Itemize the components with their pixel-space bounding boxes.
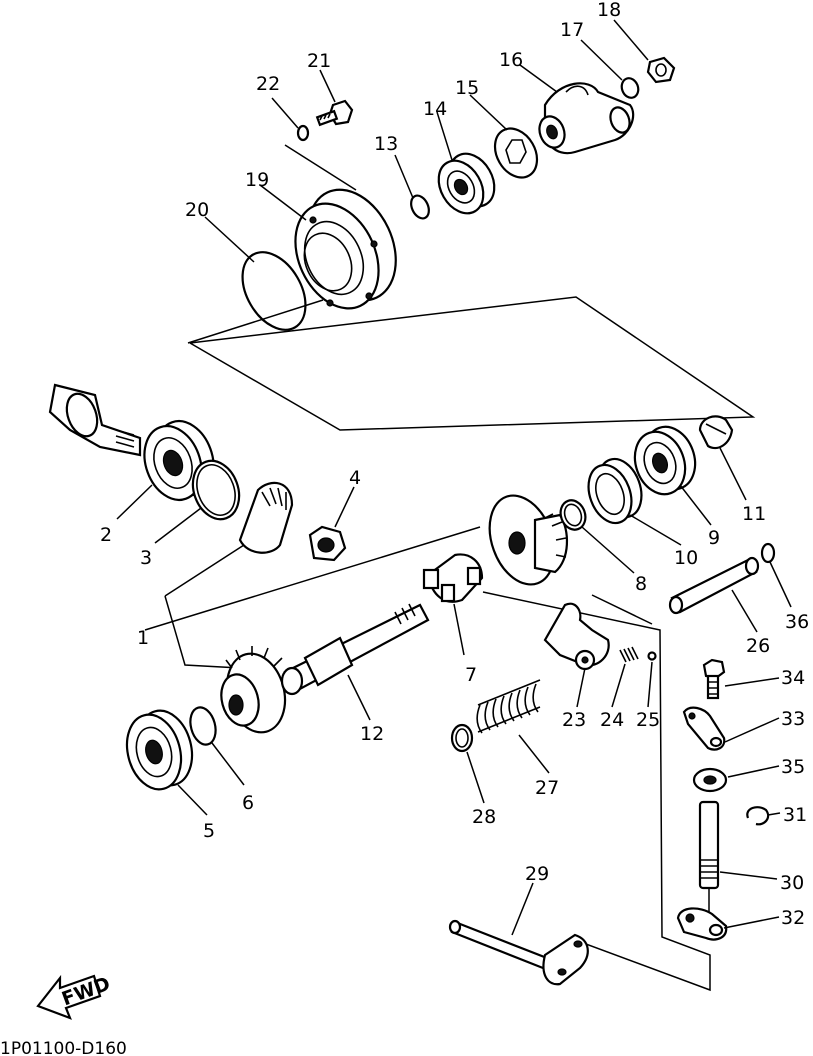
pinion-gear-lower [220, 646, 287, 734]
callout-2: 2 [100, 524, 112, 546]
callout-13: 13 [374, 133, 398, 155]
yoke-16 [538, 82, 635, 155]
callout-32: 32 [781, 907, 805, 929]
bolt-34 [702, 658, 726, 700]
retainer-10 [587, 457, 643, 525]
spring-24 [619, 646, 639, 663]
gear-guide-line [164, 595, 241, 669]
callout-labels: 1 2 3 4 5 6 7 8 9 10 11 12 13 14 15 16 1… [100, 0, 809, 929]
callout-25: 25 [636, 709, 660, 731]
callout-34: 34 [781, 667, 805, 689]
bearing-14 [437, 152, 496, 215]
callout-19: 19 [245, 169, 269, 191]
o-ring-3 [191, 459, 241, 521]
upper-assembly-outline [189, 296, 756, 431]
callout-16: 16 [499, 49, 523, 71]
arm-33 [682, 706, 726, 751]
spring-27 [476, 679, 541, 734]
callout-35: 35 [781, 756, 805, 778]
callout-36: 36 [785, 611, 809, 633]
diagram-code: 1P01100-D160 [0, 1039, 127, 1056]
arm-32 [676, 907, 728, 941]
callout-9: 9 [708, 527, 720, 549]
fwd-arrow-icon: FWD [36, 973, 113, 1020]
adjuster-30 [698, 800, 720, 925]
leader-lines [116, 19, 792, 936]
bearing-35 [692, 767, 728, 793]
callout-26: 26 [746, 635, 770, 657]
callout-15: 15 [455, 77, 479, 99]
washer-22 [296, 124, 310, 142]
callout-4: 4 [349, 467, 361, 489]
callout-17: 17 [560, 19, 584, 41]
clip-11 [698, 415, 734, 450]
callout-11: 11 [742, 503, 766, 525]
callout-27: 27 [535, 777, 559, 799]
callout-7: 7 [465, 664, 477, 686]
callout-18: 18 [597, 0, 621, 21]
washer-17 [620, 77, 640, 99]
shift-rod-29 [448, 919, 589, 986]
shift-guide-line [591, 594, 653, 625]
ball-36 [760, 542, 776, 564]
callout-31: 31 [783, 804, 807, 826]
callout-14: 14 [423, 98, 447, 120]
ball-25 [647, 651, 657, 661]
callout-28: 28 [472, 806, 496, 828]
bolt-guide-line [284, 144, 357, 191]
callout-20: 20 [185, 199, 209, 221]
callout-24: 24 [600, 709, 624, 731]
circlip-31 [746, 806, 770, 826]
bearing-9 [633, 425, 697, 496]
clutch-dog-7 [422, 553, 484, 603]
callout-12: 12 [360, 723, 384, 745]
callout-1: 1 [137, 627, 149, 649]
hub-19 [294, 188, 397, 310]
callout-5: 5 [203, 820, 215, 842]
callout-3: 3 [140, 547, 152, 569]
callout-30: 30 [780, 872, 804, 894]
washer-8 [559, 499, 587, 531]
callout-21: 21 [307, 50, 331, 72]
gear-guide-line-2 [164, 544, 245, 597]
drive-shaft [48, 383, 142, 457]
washer-13 [410, 194, 430, 220]
callout-29: 29 [525, 863, 549, 885]
bevel-gear-1 [488, 494, 569, 586]
nut-18 [646, 56, 676, 84]
bolt-21 [315, 99, 354, 127]
seal-15 [493, 127, 539, 179]
callout-33: 33 [781, 708, 805, 730]
shaft-12 [280, 603, 430, 696]
shim-6 [189, 706, 217, 746]
callout-6: 6 [242, 792, 254, 814]
callout-10: 10 [674, 547, 698, 569]
nut-4 [308, 525, 347, 562]
collar-28 [450, 723, 474, 753]
pinion-gear-1 [238, 481, 294, 554]
bearing-5 [125, 709, 194, 791]
callout-22: 22 [256, 73, 280, 95]
callout-23: 23 [562, 709, 586, 731]
shift-fork-23 [543, 602, 610, 671]
callout-8: 8 [635, 573, 647, 595]
shift-shaft-26 [668, 556, 760, 615]
